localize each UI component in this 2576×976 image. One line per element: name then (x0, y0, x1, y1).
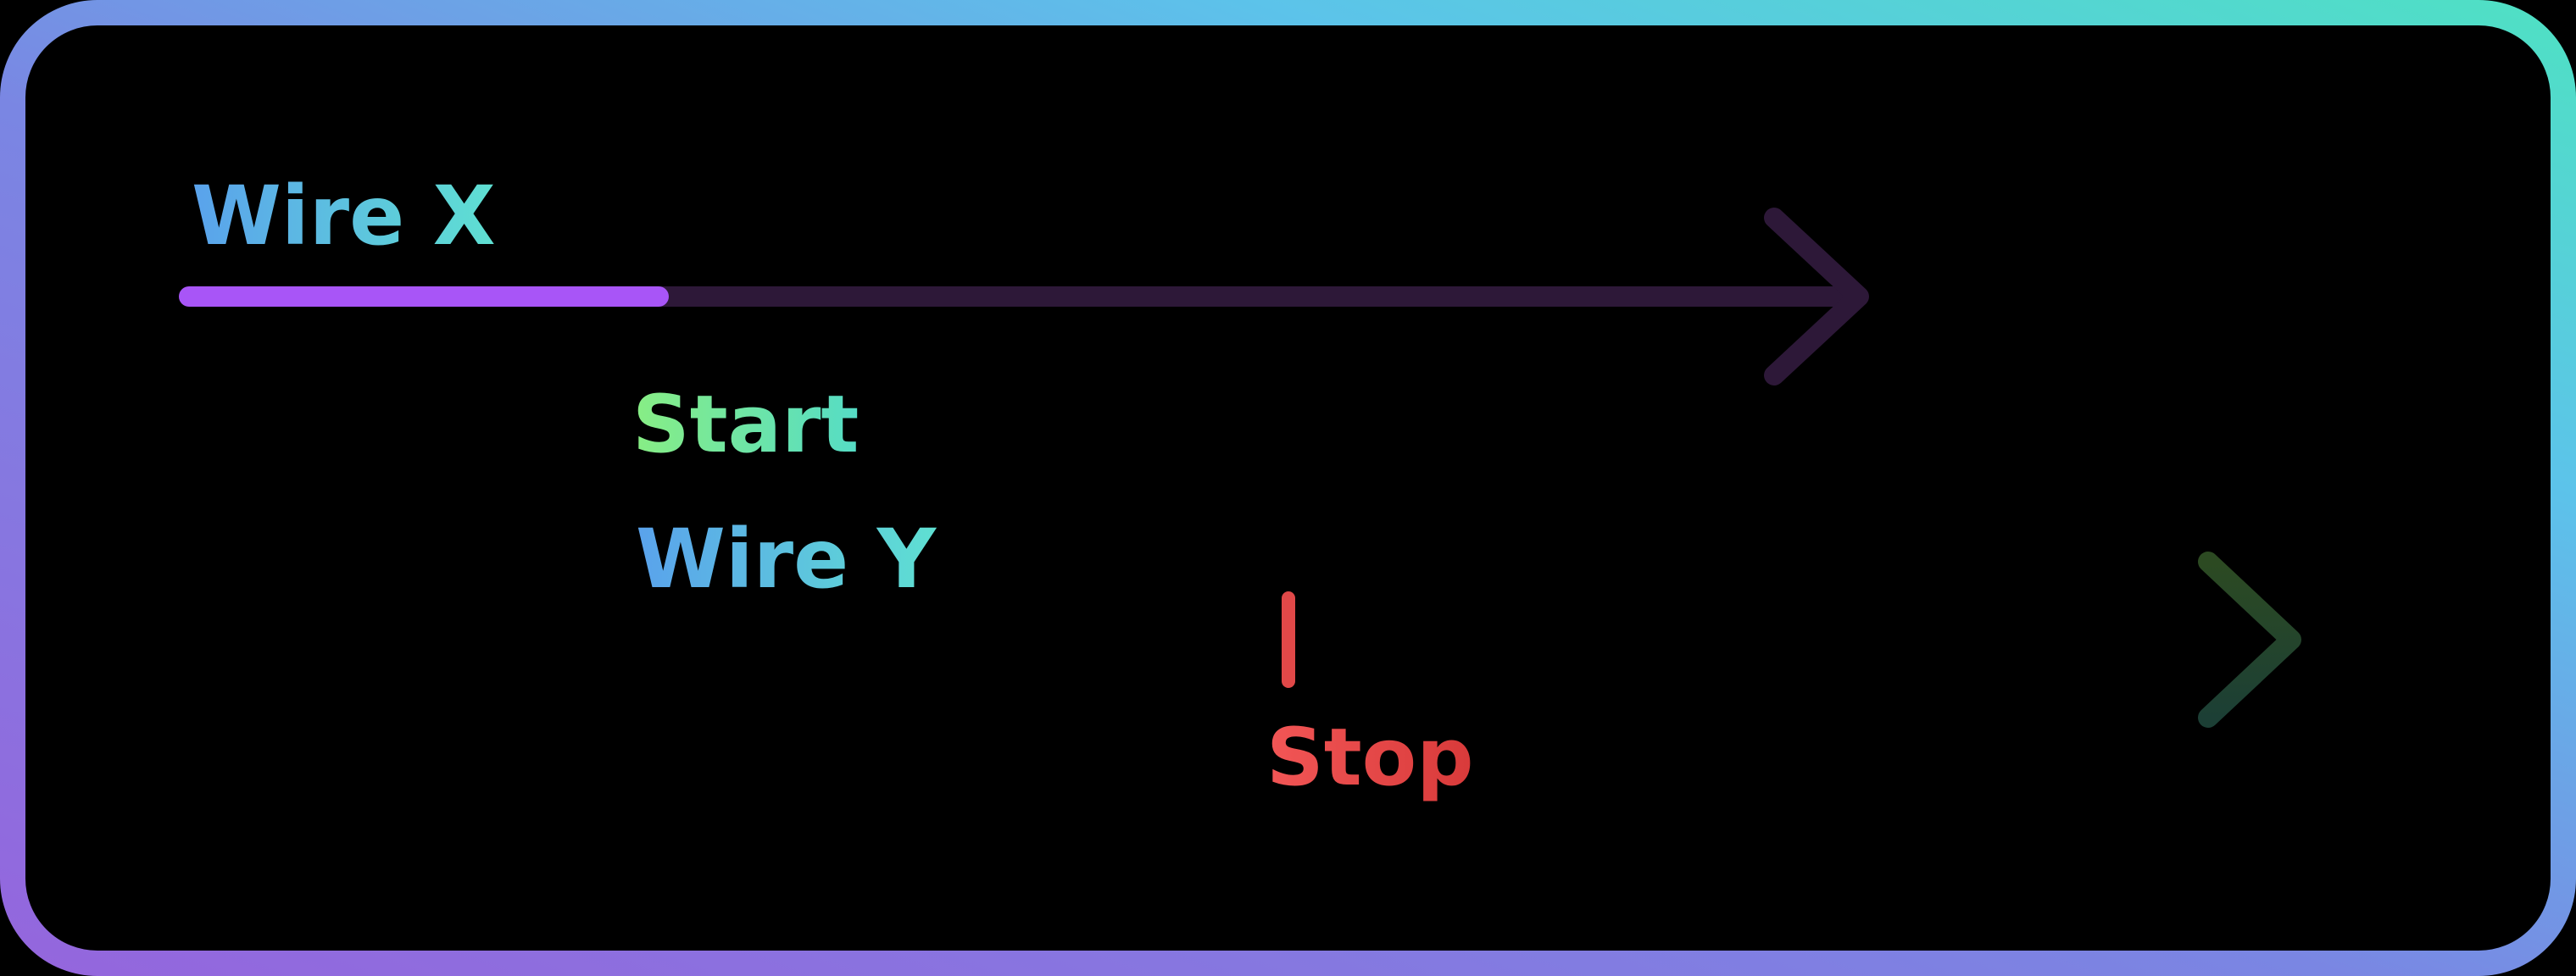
wire-y-label: Wire Y (636, 512, 937, 607)
wire-y-arrowhead (2198, 552, 2301, 728)
wire-x-arrowhead (1764, 208, 1869, 385)
stop-label: Stop (1266, 712, 1474, 804)
wire-y: Wire Y Stop (620, 512, 2301, 804)
wire-x-label: Wire X (192, 169, 496, 263)
wire-x: Wire X Start (179, 169, 1869, 471)
start-label: Start (632, 379, 859, 471)
